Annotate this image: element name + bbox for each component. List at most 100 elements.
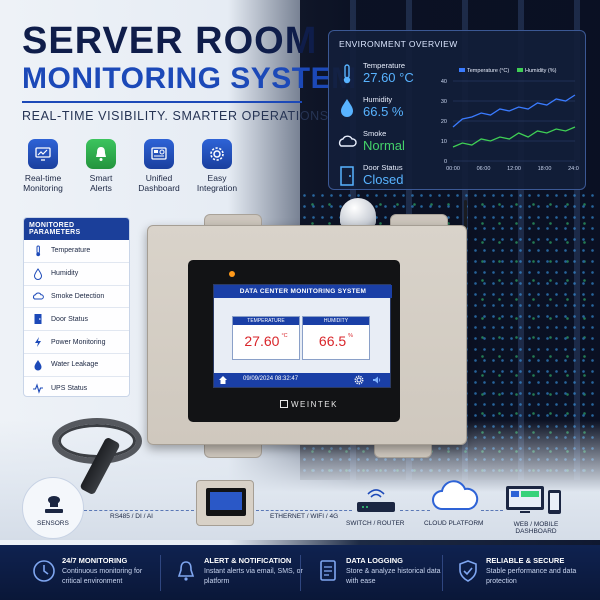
param-power: Power Monitoring [24,331,129,354]
param-label: Water Leakage [51,361,99,369]
brand-name: WEINTEK [291,400,338,409]
cloud-label: CLOUD PLATFORM [424,520,484,527]
bottom-feature-title: 24/7 MONITORING [62,556,128,565]
brand-mark-icon [280,400,288,408]
lightning-icon [35,337,41,348]
speaker-icon[interactable] [372,375,382,385]
param-label: Smoke Detection [51,292,105,300]
env-label: Temperature [363,61,406,70]
flow-line [481,510,503,511]
thermometer-icon [36,245,41,257]
chart-legend: Temperature (°C) Humidity (%) [459,68,557,74]
document-icon [320,560,336,581]
feature-realtime: Real-time Monitoring [18,139,68,193]
param-door: Door Status [24,308,129,332]
home-icon[interactable] [218,375,228,385]
dashboard-label-line1: WEB / MOBILE [513,521,559,528]
mini-device-screen [210,492,242,510]
feature-alerts: Smart Alerts [76,139,126,193]
router-icon [357,489,395,512]
dashboard-label: WEB / MOBILE DASHBOARD [512,521,560,535]
page-title-line1: SERVER ROOM [22,20,318,62]
flow-line [256,510,352,511]
env-label: Smoke [363,129,387,138]
temperature-card-unit: °C [281,333,288,339]
bottom-feature-desc: Instant alerts via email, SMS, or platfo… [204,568,303,585]
parameters-title: MONITORED PARAMETERS [24,218,129,240]
humidity-card-label: HUMIDITY [303,317,369,325]
dashboard-label-line2: DASHBOARD [515,528,557,535]
door-icon [34,314,42,325]
chart-legend-swatch [517,68,523,72]
bottom-feature-title: ALERT & NOTIFICATION [204,556,292,565]
feature-dashboard: Unified Dashboard [134,139,184,193]
feature-label-2: Monitoring [23,183,63,193]
chart-x-tick-label: 06:00 [477,166,491,172]
feature-label-2: Alerts [90,183,112,193]
chart-y-tick-label: 10 [441,139,447,145]
screen-footer: 09/09/2024 08:32:47 [214,373,390,387]
bottom-feature-desc: Store & analyze historical data with eas… [346,568,441,585]
chart-x-tick-label: 12:00 [507,166,521,172]
clock-icon [33,560,55,582]
router-label: SWITCH / ROUTER [346,520,405,527]
monitor-phone-icon [506,486,561,514]
chart-x-tick-label: 24:00 [568,166,579,172]
chart-y-tick-label: 0 [444,159,447,165]
param-label: Temperature [51,247,91,255]
smoke-icon [338,135,357,147]
hmi-screen: DATA CENTER MONITORING SYSTEM TEMPERATUR… [213,284,392,388]
env-value: 27.60 °C [363,70,414,85]
sensor-dome [340,198,376,226]
cloud-icon [432,480,479,510]
bell-icon [177,561,195,581]
bottom-feature-desc: Continuous monitoring for critical envir… [62,568,143,585]
param-humidity: Humidity [24,263,129,286]
env-value: Normal [363,138,405,153]
chart-x-tick-label: 00:00 [446,166,460,172]
link2-label: ETHERNET / WIFI / 4G [270,513,339,520]
feature-label-1: Unified [145,173,173,183]
chart-series-lines [452,94,576,148]
humidity-card-unit: % [348,333,354,339]
param-label: UPS Status [51,384,88,392]
chart-y-tick-label: 30 [441,99,447,105]
env-label: Door Status [363,163,403,172]
bottom-feature-desc: Stable performance and data protection [486,568,577,585]
chart-x-tick-label: 18:00 [538,166,552,172]
feature-label-1: Easy [207,173,227,183]
chart-legend-label: Temperature (°C) [467,68,509,74]
feature-label-2: Integration [196,183,238,193]
page-title-line2: MONITORING SYSTEM [22,62,357,95]
chart-y-tick-label: 20 [441,119,447,125]
bottom-feature-bar: 24/7 MONITORING Continuous monitoring fo… [0,545,600,600]
chart-legend-label: Humidity (%) [525,68,557,74]
bottom-divider [160,555,161,591]
gear-icon[interactable] [354,375,364,385]
environment-overview-panel: ENVIRONMENT OVERVIEW Temperature 27.60 °… [328,30,586,190]
temperature-card: TEMPERATURE 27.60°C [232,316,300,360]
bottom-divider [442,555,443,591]
flow-line [84,510,194,511]
brand-logo: WEINTEK [280,400,338,409]
param-label: Humidity [51,270,79,278]
droplet-icon [341,99,353,117]
feature-label-2: Dashboard [138,183,180,193]
monitored-parameters-panel: MONITORED PARAMETERS Temperature Humidit… [23,217,130,397]
param-label: Door Status [51,315,88,323]
power-led-icon [229,271,235,277]
smoke-icon [32,293,44,300]
env-label: Humidity [363,95,393,104]
sensors-node [22,477,84,539]
env-value: Closed [363,172,404,187]
bottom-divider [300,555,301,591]
gear-icon [202,139,232,169]
sensors-label: SENSORS [37,520,69,527]
mini-device [196,480,254,526]
chart-series-line-0 [452,94,576,128]
param-label: Power Monitoring [51,338,106,346]
link1-label: RS485 / DI / AI [110,513,153,520]
door-icon [340,166,354,186]
